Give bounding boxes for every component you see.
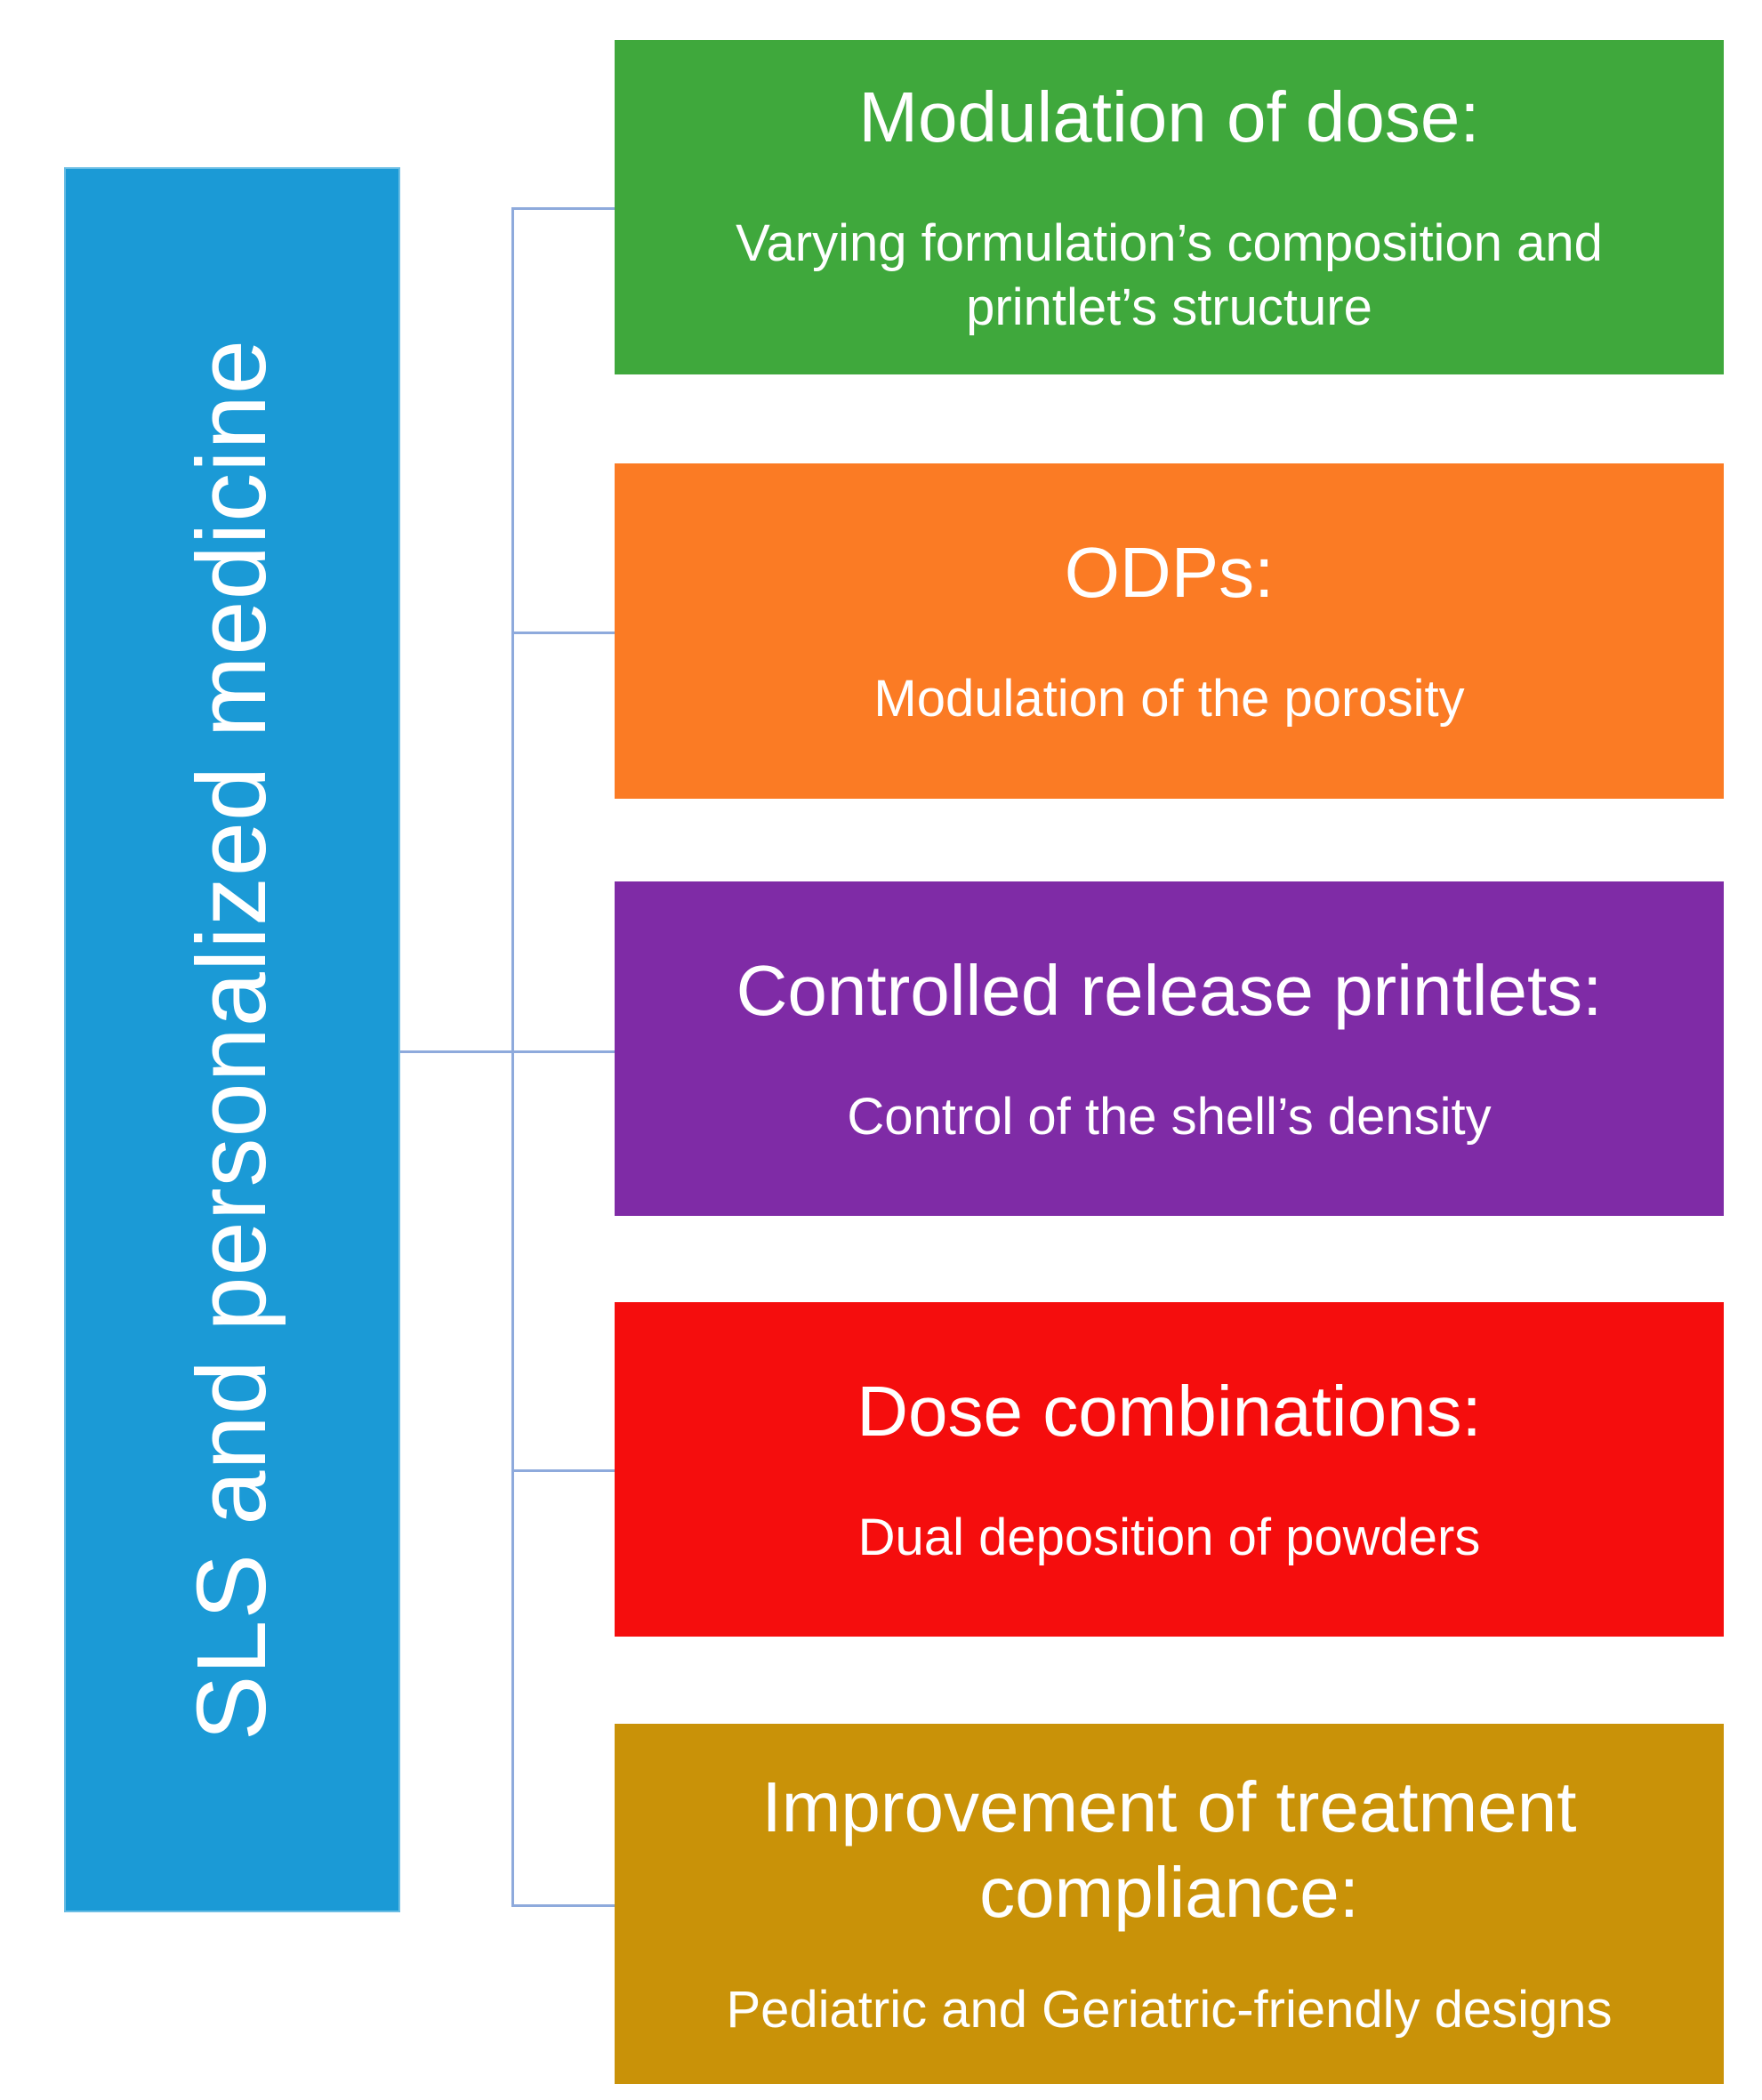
node-title: Improvement of treatment compliance: xyxy=(761,1767,1577,1933)
node-title: Dose combinations: xyxy=(857,1371,1482,1451)
connector-root-line xyxy=(400,1050,615,1053)
node-modulation-of-dose: Modulation of dose: Varying formulation’… xyxy=(615,40,1724,374)
node-subtitle: Pediatric and Geriatric-friendly designs xyxy=(726,1981,1613,2040)
node-title: Controlled release printlets: xyxy=(736,950,1603,1030)
node-title: ODPs: xyxy=(1064,533,1275,613)
root-box-label: SLS and personalized medicine xyxy=(177,338,286,1742)
connector-branch-modulation-of-dose xyxy=(511,207,615,210)
node-dose-combinations: Dose combinations: Dual deposition of po… xyxy=(615,1302,1724,1637)
node-title: Modulation of dose: xyxy=(858,76,1480,157)
node-odps: ODPs: Modulation of the porosity xyxy=(615,463,1724,799)
node-subtitle: Modulation of the porosity xyxy=(873,670,1465,728)
connector-branch-treatment-compliance xyxy=(511,1904,615,1907)
connector-trunk-line xyxy=(511,207,514,1906)
node-subtitle: Control of the shell’s density xyxy=(847,1087,1492,1146)
connector-branch-dose-combinations xyxy=(511,1469,615,1472)
connector-branch-odps xyxy=(511,632,615,634)
node-subtitle: Dual deposition of powders xyxy=(857,1508,1481,1566)
node-controlled-release-printlets: Controlled release printlets: Control of… xyxy=(615,881,1724,1216)
node-subtitle: Varying formulation’s composition and pr… xyxy=(736,213,1603,337)
root-box-sls-personalized-medicine: SLS and personalized medicine xyxy=(64,167,400,1912)
node-improvement-of-treatment-compliance: Improvement of treatment compliance: Ped… xyxy=(615,1724,1724,2084)
